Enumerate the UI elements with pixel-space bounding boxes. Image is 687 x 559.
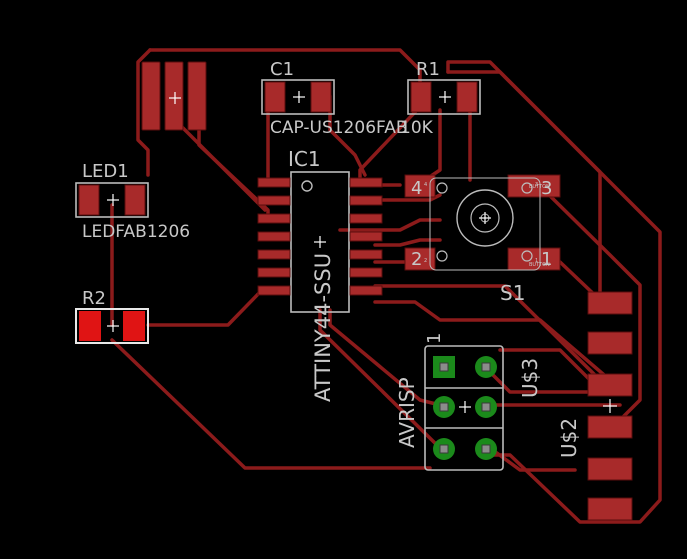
ic1-value-label: ATTINY44-SSU xyxy=(311,253,335,402)
s1-tiny-pin-a: 4 xyxy=(424,182,427,188)
us2-name-label: U$2 xyxy=(557,418,581,458)
resistor-r1: R1 10K xyxy=(400,59,481,138)
ic-ic1: IC1 ATTINY44-SSU xyxy=(257,147,383,402)
ic1-name-label: IC1 xyxy=(288,147,321,171)
r1-value-label: 10K xyxy=(400,118,434,138)
s1-button-text-bottom: BUTTON xyxy=(529,262,550,268)
c1-value-label: CAP-US1206FAB xyxy=(270,118,408,138)
s1-button-text-top: BUTTON xyxy=(529,184,550,190)
s1-pin-1: 1 xyxy=(541,249,552,270)
led-led1: LED1 LEDFAB1206 xyxy=(75,161,190,242)
traces xyxy=(110,48,662,524)
c1-name-label: C1 xyxy=(270,59,294,80)
s1-pin-4: 4 xyxy=(411,178,422,199)
resistor-r2: R2 xyxy=(75,288,149,344)
s1-tiny-pin-d: 1 xyxy=(535,258,538,264)
r2-name-label: R2 xyxy=(82,288,106,309)
s1-pin-3: 3 xyxy=(541,178,552,199)
s1-tiny-pin-c: 2 xyxy=(424,258,427,264)
led1-name-label: LED1 xyxy=(82,161,129,182)
us3-name-label: U$3 xyxy=(518,358,542,398)
avrisp-pin1-label: 1 xyxy=(424,333,445,344)
switch-s1: 4 3 2 1 4 3 2 1 BUTTON BUTTON S1 xyxy=(404,174,561,305)
led1-value-label: LEDFAB1206 xyxy=(82,222,190,242)
s1-name-label: S1 xyxy=(500,281,525,305)
avrisp-name-label: AVRISP xyxy=(395,377,419,448)
s1-pin-2: 2 xyxy=(411,249,422,270)
top-left-connector xyxy=(141,61,207,131)
r1-name-label: R1 xyxy=(416,59,440,80)
connector-us2: U$3 U$2 xyxy=(518,291,633,521)
avrisp-header: 1 AVRISP xyxy=(395,333,504,471)
s1-tiny-pin-b: 3 xyxy=(535,182,538,188)
capacitor-c1: C1 CAP-US1206FAB xyxy=(261,59,408,138)
origin-cross xyxy=(169,92,181,104)
